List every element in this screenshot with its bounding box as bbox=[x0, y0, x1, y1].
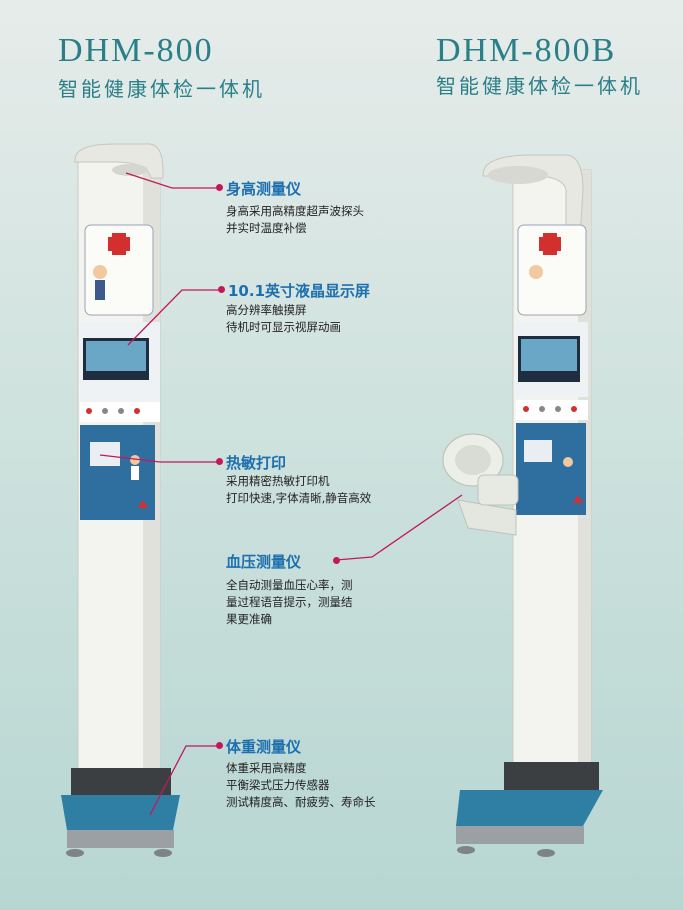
left-model-name: DHM-800 bbox=[58, 32, 214, 69]
weight-feature-line-3: 测试精度高、耐疲劳、寿命长 bbox=[226, 795, 376, 809]
left-model-subtitle: 智能健康体检一体机 bbox=[58, 77, 265, 101]
left-machine bbox=[61, 143, 180, 857]
screen-feature-line-2: 待机时可显示视屏动画 bbox=[226, 320, 341, 334]
weight-feature-line-2: 平衡梁式压力传感器 bbox=[226, 778, 330, 792]
printer-feature-line-2: 打印快速,字体清晰,静音高效 bbox=[226, 491, 372, 505]
right-machine bbox=[442, 154, 603, 857]
weight-feature-line-1: 体重采用高精度 bbox=[226, 761, 307, 775]
height-feature-title: 身高测量仪 bbox=[226, 180, 302, 198]
bp-feature-line-2: 量过程语音提示，测量结 bbox=[226, 595, 353, 609]
bp-feature-title: 血压测量仪 bbox=[226, 553, 302, 571]
printer-pointer-dot bbox=[216, 458, 223, 465]
height-feature-line-1: 身高采用高精度超声波探头 bbox=[226, 204, 364, 218]
screen-feature-line-1: 高分辨率触摸屏 bbox=[226, 303, 307, 317]
printer-feature-line-1: 采用精密热敏打印机 bbox=[226, 474, 330, 488]
bp-feature-line-3: 果更准确 bbox=[226, 612, 272, 626]
right-model-subtitle: 智能健康体检一体机 bbox=[436, 74, 643, 98]
height-feature-line-2: 并实时温度补偿 bbox=[226, 221, 307, 235]
height-pointer-dot bbox=[216, 184, 223, 191]
weight-pointer-dot bbox=[216, 742, 223, 749]
right-model-name: DHM-800B bbox=[436, 32, 617, 69]
bp-pointer-dot bbox=[333, 557, 340, 564]
bp-feature-line-1: 全自动测量血压心率，测 bbox=[226, 578, 353, 592]
weight-feature-title: 体重测量仪 bbox=[226, 738, 302, 756]
screen-pointer-dot bbox=[218, 286, 225, 293]
printer-feature-title: 热敏打印 bbox=[226, 454, 287, 472]
screen-feature-title: 10.1英寸液晶显示屏 bbox=[228, 282, 371, 300]
